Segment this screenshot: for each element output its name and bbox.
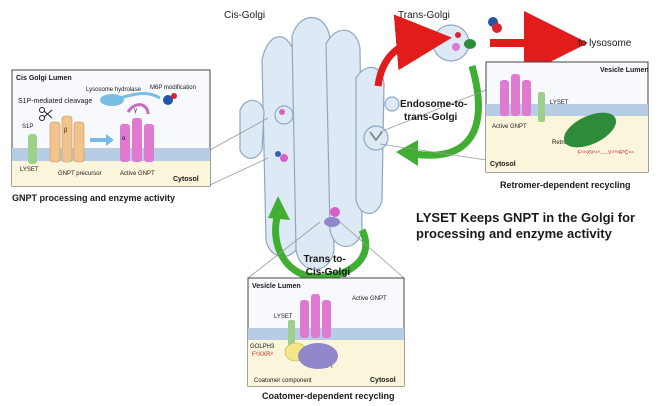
processing-title: Cis Golgi Lumen — [16, 75, 72, 82]
scissors-icon — [39, 107, 53, 121]
processing-gnpt-precursor-label: GNPT precursor — [58, 171, 102, 177]
caption-retromer: Retromer-dependent recycling — [500, 180, 631, 190]
retromer-title: Vesicle Lumen — [600, 67, 649, 74]
m6p-blue — [163, 95, 173, 105]
processing-lyset-label: LYSET — [20, 167, 39, 173]
arrow-trans-to-cis-head — [268, 196, 290, 220]
label-trans-to-cis: Trans to- Cis-Golgi — [303, 254, 350, 278]
retromer-active-gnpt-label: Active GNPT — [492, 124, 527, 130]
connector-coatomer — [247, 221, 321, 279]
arrow-trans-to-cis — [272, 212, 370, 281]
coatomer-motif: F⁵XXR⁸ — [252, 351, 273, 358]
label-trans-to-cis-line2: Cis-Golgi — [306, 267, 351, 278]
retromer-complex — [563, 112, 617, 148]
coatomer-golph3-label: GOLPH3 — [250, 344, 275, 350]
lysosome-cargo-icon — [488, 17, 502, 33]
arrow-endosome-head — [396, 140, 418, 166]
label-trans-to-cis-line1: Trans to- — [303, 254, 345, 265]
arrow-to-trans-golgi — [374, 14, 452, 87]
hydrolase-arrow — [119, 92, 161, 100]
m6p-red — [171, 93, 177, 99]
connector-retromer-2 — [379, 143, 487, 161]
main-statement-line2: processing and enzyme activity — [416, 226, 613, 241]
label-cis-golgi: Cis-Golgi — [224, 10, 265, 21]
connector-retromer — [379, 89, 487, 133]
caption-processing: GNPT processing and enzyme activity — [12, 193, 175, 203]
processing-hydrolase-label: Lysosome hydrolase — [86, 87, 141, 93]
label-to-lysosome: to lysosome — [578, 38, 632, 49]
coatomer-lyset-label: LYSET — [274, 314, 293, 320]
lysosome-hydrolase — [100, 94, 124, 106]
label-endosome-line2: trans-Golgi — [404, 112, 458, 123]
active-subunit-g: γ — [134, 108, 137, 114]
processing-active-gnpt-label: Active GNPT — [120, 171, 155, 177]
active-gnpt-retromer — [500, 74, 531, 116]
golgi-stack — [239, 16, 400, 271]
label-trans-golgi: Trans-Golgi — [398, 10, 450, 21]
label-endosome-to-trans-golgi: Endosome-to- trans-Golgi — [400, 99, 470, 123]
trans-golgi-vesicle — [432, 24, 476, 62]
retromer-label: Retromer — [552, 140, 577, 146]
label-endosome-line1: Endosome-to- — [400, 99, 467, 110]
main-statement: LYSET Keeps GNPT in the Golgi for proces… — [416, 210, 639, 241]
processing-cytosol-label: Cytosol — [173, 176, 199, 183]
connector-processing — [209, 117, 269, 151]
s1p-protein — [28, 134, 37, 164]
processing-m6p-label: M6P modification — [150, 85, 196, 91]
active-gnpt-coatomer — [300, 294, 331, 338]
processing-s1p-cleavage-label: S1P-mediated cleavage — [18, 98, 92, 105]
processing-s1p-label: S1P — [22, 124, 33, 130]
connector-coatomer-2 — [339, 221, 405, 279]
connector-processing-2 — [209, 157, 269, 186]
panel-coatomer: Vesicle Lumen Active GNPT LYSET GOLPH3 F… — [247, 277, 405, 387]
active-subunit-a: α — [122, 136, 126, 142]
gnpt-precursor: β — [49, 115, 85, 163]
processing-arrow-head — [106, 134, 114, 146]
caption-coatomer: Coatomer-dependent recycling — [262, 391, 395, 401]
lyset-retromer — [538, 92, 545, 122]
coatomer-cytosol-label: Cytosol — [370, 377, 396, 384]
copi-complex — [298, 343, 338, 369]
panel-retromer: Vesicle Lumen LYSET Active GNPT Retromer… — [485, 61, 649, 173]
arrow-endosome-to-trans-golgi — [413, 65, 482, 159]
main-statement-line1: LYSET Keeps GNPT in the Golgi for — [416, 210, 635, 225]
panel-processing: Cis Golgi Lumen Lysosome hydrolase M6P m… — [11, 69, 211, 187]
precursor-subunit-b: β — [64, 128, 68, 134]
retromer-cytosol-label: Cytosol — [490, 161, 516, 168]
coatomer-title: Vesicle Lumen — [252, 283, 301, 290]
active-gnpt-processing: α γ — [120, 103, 154, 162]
coatomer-component-label: Coatomer component — [254, 378, 312, 384]
retromer-motif: F⁵³⁵XV⁵⁸⁰......V¹⁰⁰⁸R⁰C¹¹⁶ — [578, 150, 634, 156]
retromer-lyset-label: LYSET — [550, 100, 569, 106]
lyset-coatomer — [288, 320, 295, 346]
coatomer-active-gnpt-label: Active GNPT — [352, 296, 387, 302]
